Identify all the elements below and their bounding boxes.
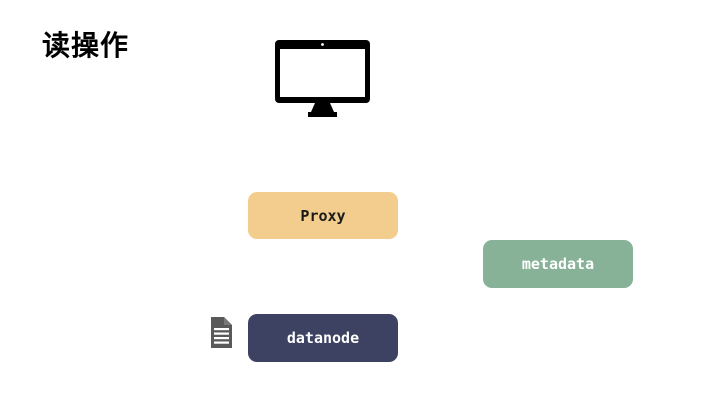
node-proxy: Proxy bbox=[248, 192, 398, 239]
node-datanode: datanode bbox=[248, 314, 398, 362]
node-metadata: metadata bbox=[483, 240, 633, 288]
page-title: 读操作 bbox=[42, 29, 130, 62]
node-datanode-label: datanode bbox=[286, 329, 360, 347]
monitor-icon bbox=[275, 40, 370, 117]
node-metadata-label: metadata bbox=[521, 255, 595, 273]
document-icon bbox=[211, 317, 232, 348]
node-proxy-label: Proxy bbox=[300, 206, 346, 225]
